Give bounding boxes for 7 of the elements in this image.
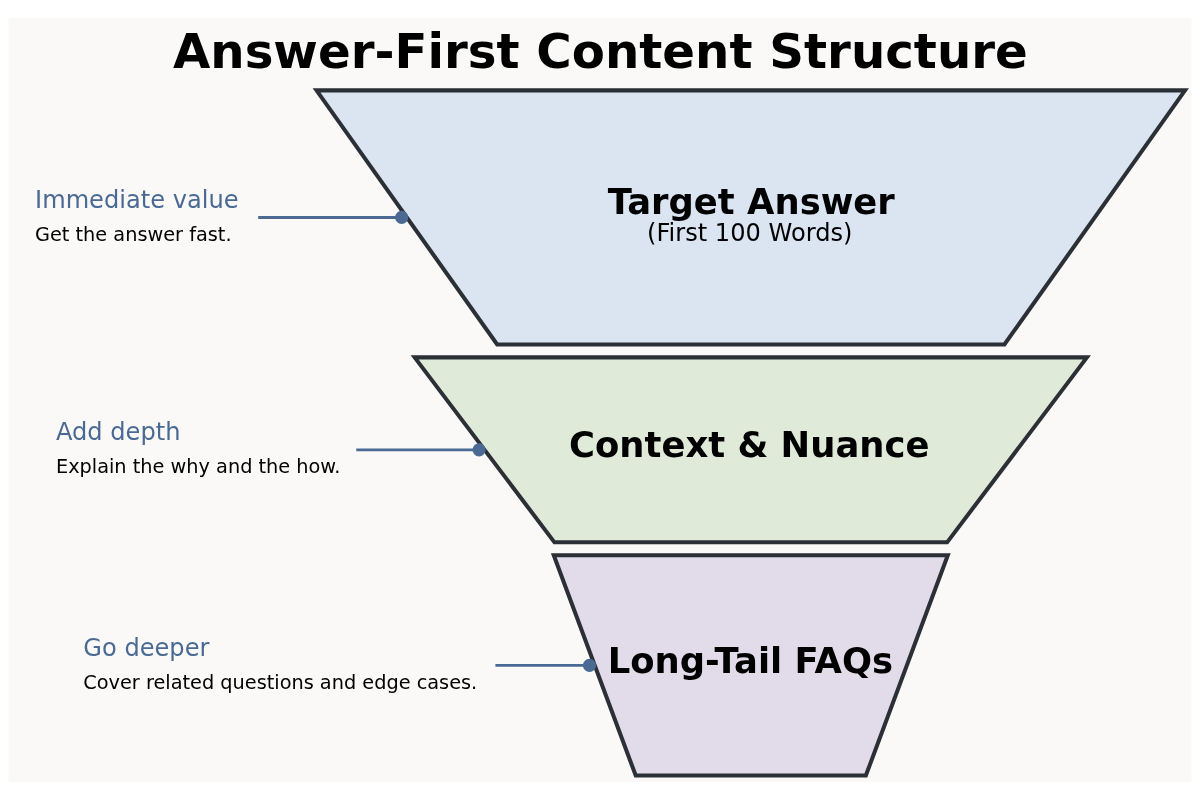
diagram-title: Answer-First Content Structure (172, 22, 1028, 79)
connector (356, 443, 486, 457)
node-text: Immediate value Get the answer fast. (35, 185, 239, 246)
node-text: Add depth Explain the why and the how. (55, 418, 341, 479)
connector (258, 210, 409, 225)
connector (495, 658, 597, 672)
node-text: Go deeper Cover related questions and edge cases. (83, 633, 478, 694)
